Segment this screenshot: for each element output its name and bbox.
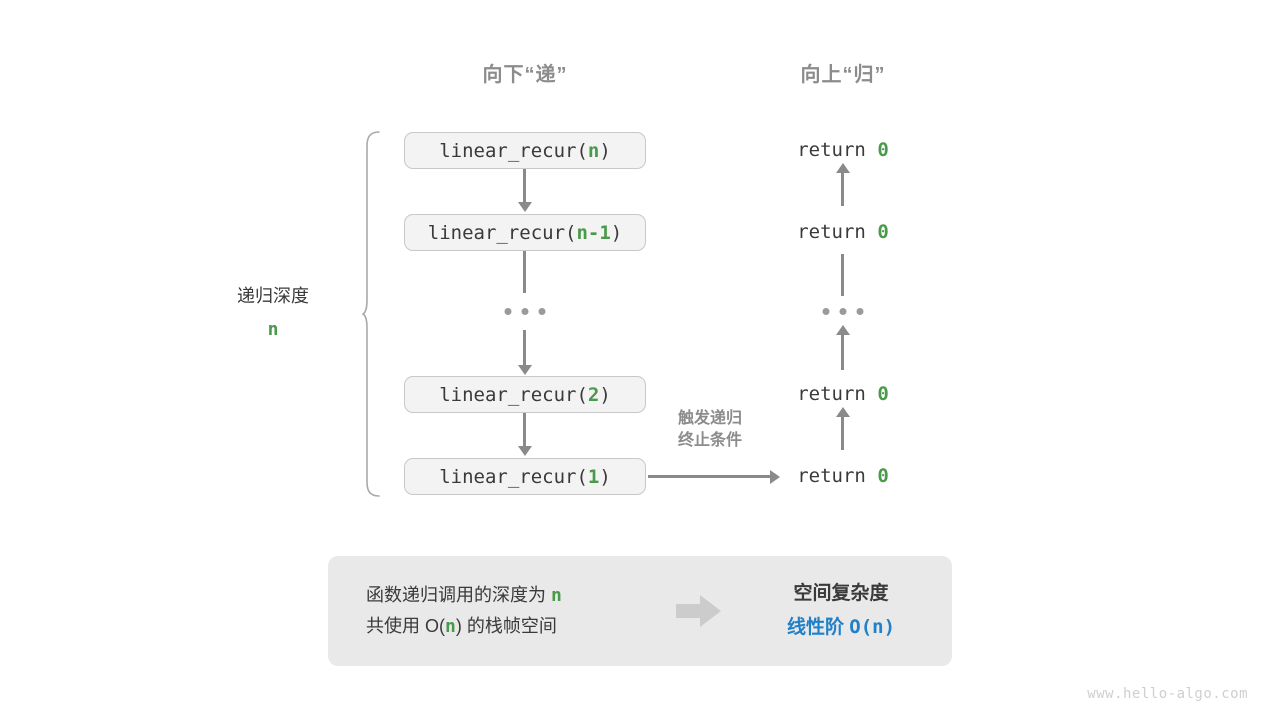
- base-case-arrow: [648, 475, 771, 478]
- call-box-suffix: ): [599, 139, 611, 162]
- summary-line-2: 共使用 O(n) 的栈帧空间: [366, 611, 668, 643]
- descend-arrow-1: [523, 169, 526, 203]
- recursion-depth-label: 递归深度 n: [237, 283, 309, 343]
- descend-line-to-ellipsis: [523, 251, 526, 293]
- descend-ellipsis: [504, 308, 546, 315]
- complexity-value: 线性阶 O(n): [730, 611, 952, 644]
- watermark: www.hello-algo.com: [1087, 686, 1248, 702]
- call-box-suffix: ): [610, 221, 623, 244]
- right-block-arrow-icon: [676, 595, 721, 627]
- ascend-arrow-2: [841, 334, 844, 370]
- trigger-line-2: 终止条件: [677, 431, 743, 449]
- dot-icon: [504, 308, 512, 315]
- call-box-prefix: linear_recur(: [439, 139, 588, 162]
- summary-line-2-text-a: 共使用 O(: [366, 616, 445, 636]
- complexity-value-label: 线性阶: [786, 616, 850, 638]
- return-statement-2: return 0: [797, 221, 889, 243]
- ascend-arrow-3: [841, 416, 844, 450]
- recursion-depth-text: 递归深度: [237, 286, 309, 306]
- column-header-descend: 向下“递”: [482, 64, 568, 86]
- call-box-n-minus-1[interactable]: linear_recur(n-1): [404, 214, 646, 251]
- summary-line-1: 函数递归调用的深度为 n: [366, 580, 668, 612]
- summary-line-2-variable: n: [445, 616, 456, 637]
- call-box-prefix: linear_recur(: [439, 383, 588, 406]
- return-value: 0: [877, 465, 889, 487]
- dot-icon: [839, 308, 847, 315]
- recursion-depth-brace: [361, 130, 382, 503]
- summary-description: 函数递归调用的深度为 n 共使用 O(n) 的栈帧空间: [328, 580, 668, 643]
- call-box-prefix: linear_recur(: [439, 465, 588, 488]
- descend-arrow-3: [523, 413, 526, 447]
- call-box-2[interactable]: linear_recur(2): [404, 376, 646, 413]
- call-box-suffix: ): [599, 465, 611, 488]
- call-box-1[interactable]: linear_recur(1): [404, 458, 646, 495]
- dot-icon: [856, 308, 864, 315]
- return-value: 0: [877, 139, 889, 161]
- descend-arrow-2: [523, 330, 526, 366]
- summary-panel: 函数递归调用的深度为 n 共使用 O(n) 的栈帧空间 空间复杂度 线性阶 O(…: [328, 556, 952, 666]
- dot-icon: [822, 308, 830, 315]
- call-box-arg: n-1: [576, 221, 611, 244]
- dot-icon: [538, 308, 546, 315]
- return-value: 0: [877, 221, 889, 243]
- summary-conclusion: 空间复杂度 线性阶 O(n): [730, 578, 952, 644]
- ascend-line-to-ellipsis: [841, 254, 844, 296]
- call-box-arg: 1: [587, 465, 600, 488]
- return-value: 0: [877, 383, 889, 405]
- summary-arrow-container: [668, 594, 730, 628]
- recursion-depth-variable: n: [267, 319, 279, 340]
- column-header-ascend: 向上“归”: [800, 64, 886, 86]
- call-box-suffix: ): [599, 383, 611, 406]
- summary-line-1-text: 函数递归调用的深度为: [366, 584, 551, 605]
- call-box-arg: n: [587, 139, 600, 162]
- call-box-n[interactable]: linear_recur(n): [404, 132, 646, 169]
- return-keyword: return: [797, 383, 866, 405]
- complexity-title: 空间复杂度: [793, 583, 889, 605]
- dot-icon: [521, 308, 529, 315]
- ascend-ellipsis: [822, 308, 864, 315]
- summary-line-1-variable: n: [551, 584, 562, 606]
- call-box-arg: 2: [587, 383, 600, 406]
- ascend-arrow-1: [841, 172, 844, 206]
- return-statement-base: return 0: [797, 465, 889, 487]
- summary-line-2-text-b: ) 的栈帧空间: [455, 616, 557, 636]
- trigger-line-1: 触发递归: [677, 410, 743, 427]
- return-keyword: return: [797, 465, 866, 487]
- call-box-prefix: linear_recur(: [427, 221, 577, 244]
- return-keyword: return: [797, 221, 866, 243]
- trigger-termination-label: 触发递归 终止条件: [678, 408, 742, 451]
- return-statement-3: return 0: [797, 383, 889, 405]
- complexity-value-notation: O(n): [849, 615, 896, 638]
- return-statement-top: return 0: [797, 139, 889, 161]
- return-keyword: return: [797, 139, 866, 161]
